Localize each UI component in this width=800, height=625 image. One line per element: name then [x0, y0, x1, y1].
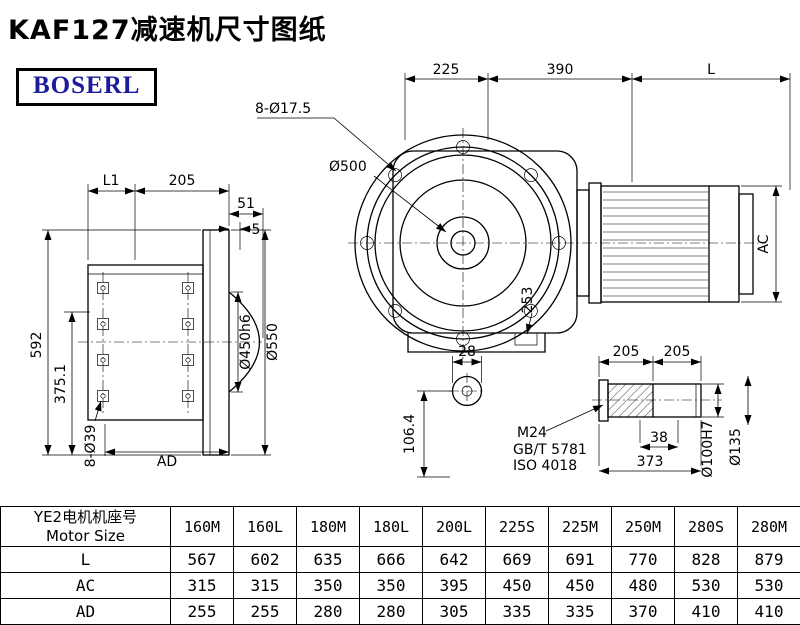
size-col-header: 225S: [486, 507, 549, 547]
value-cell: 335: [549, 599, 612, 625]
value-cell: 350: [360, 573, 423, 599]
dim-51-label: 51: [237, 196, 255, 212]
shaft-end-view: 28 106.4: [402, 344, 485, 477]
dim-205-label: 205: [169, 173, 196, 189]
motor-size-header-en: Motor Size: [1, 527, 170, 546]
value-cell: 280: [360, 599, 423, 625]
table-row-AC: AC 315 315 350 350 395 450 450 480 530 5…: [1, 573, 800, 599]
dim-205b-label: 205: [664, 344, 691, 360]
dim-253-label: 253: [520, 287, 536, 314]
value-cell: 879: [738, 547, 800, 573]
dim-L1-label: L1: [103, 173, 120, 189]
value-cell: 567: [171, 547, 234, 573]
size-col-header: 180L: [360, 507, 423, 547]
side-view: L1 205 51 5 592 375.1 8-Ø39: [29, 173, 281, 470]
dim-390-label: 390: [547, 62, 574, 78]
table-header-row: YE2电机机座号 Motor Size 160M 160L 180M 180L …: [1, 507, 800, 547]
motor-size-header-cn: YE2电机机座号: [1, 508, 170, 527]
size-col-header: 160M: [171, 507, 234, 547]
value-cell: 530: [675, 573, 738, 599]
value-cell: 669: [486, 547, 549, 573]
std1-note-label: GB/T 5781: [513, 442, 587, 458]
value-cell: 666: [360, 547, 423, 573]
value-cell: 691: [549, 547, 612, 573]
size-col-header: 280M: [738, 507, 800, 547]
row-label: AD: [1, 599, 171, 625]
row-label: L: [1, 547, 171, 573]
value-cell: 255: [171, 599, 234, 625]
dim-38-label: 38: [650, 430, 668, 446]
value-cell: 480: [612, 573, 675, 599]
value-cell: 642: [423, 547, 486, 573]
page-title: KAF127减速机尺寸图纸: [8, 8, 327, 47]
flange-dia-label: Ø500: [329, 159, 367, 175]
value-cell: 315: [234, 573, 297, 599]
dim-205a-label: 205: [613, 344, 640, 360]
value-cell: 335: [486, 599, 549, 625]
row-label: AC: [1, 573, 171, 599]
size-col-header: 250M: [612, 507, 675, 547]
table-row-AD: AD 255 255 280 280 305 335 335 370 410 4…: [1, 599, 800, 625]
spigot-dia-label: Ø450h6: [238, 314, 254, 370]
value-cell: 395: [423, 573, 486, 599]
motor-fins: [603, 192, 708, 296]
hub-dia-label: Ø135: [728, 428, 744, 466]
value-cell: 410: [675, 599, 738, 625]
value-cell: 280: [297, 599, 360, 625]
value-cell: 450: [549, 573, 612, 599]
size-col-header: 160L: [234, 507, 297, 547]
value-cell: 530: [738, 573, 800, 599]
value-cell: 770: [612, 547, 675, 573]
dim-592-label: 592: [29, 332, 45, 359]
shaft-detail-view: 205 205 38 373 Ø100H7 Ø135 M24 GB/T 5781: [513, 344, 748, 478]
dim-L-label: L: [707, 62, 715, 78]
dim-106-label: 106.4: [402, 414, 418, 454]
value-cell: 305: [423, 599, 486, 625]
value-cell: 315: [171, 573, 234, 599]
dim-AD-label: AD: [157, 454, 177, 470]
value-cell: 370: [612, 599, 675, 625]
value-cell: 450: [486, 573, 549, 599]
value-cell: 255: [234, 599, 297, 625]
size-col-header: 280S: [675, 507, 738, 547]
motor-size-header-cell: YE2电机机座号 Motor Size: [1, 507, 171, 547]
motor-size-table: YE2电机机座号 Motor Size 160M 160L 180M 180L …: [0, 506, 800, 625]
dim-375-label: 375.1: [53, 364, 69, 404]
value-cell: 635: [297, 547, 360, 573]
dim-373-label: 373: [637, 454, 664, 470]
value-cell: 350: [297, 573, 360, 599]
size-col-header: 180M: [297, 507, 360, 547]
value-cell: 828: [675, 547, 738, 573]
boserl-logo: BOSERL: [16, 68, 157, 106]
dim-28-label: 28: [458, 344, 476, 360]
table-row-L: L 567 602 635 666 642 669 691 770 828 87…: [1, 547, 800, 573]
size-col-header: 225M: [549, 507, 612, 547]
dim-AC-label: AC: [756, 234, 772, 253]
bore-dia-label: Ø100H7: [700, 420, 716, 477]
value-cell: 602: [234, 547, 297, 573]
front-view: 225 390 L 8-Ø17.5 Ø500 AC 253: [255, 62, 790, 360]
bolt-holes-label: 8-Ø17.5: [255, 101, 311, 117]
value-cell: 410: [738, 599, 800, 625]
dim-225-label: 225: [433, 62, 460, 78]
holes-8x39-label: 8-Ø39: [83, 425, 99, 468]
flange-od-label: Ø550: [265, 323, 281, 361]
thread-note-label: M24: [517, 425, 547, 441]
std2-note-label: ISO 4018: [513, 458, 577, 474]
size-col-header: 200L: [423, 507, 486, 547]
